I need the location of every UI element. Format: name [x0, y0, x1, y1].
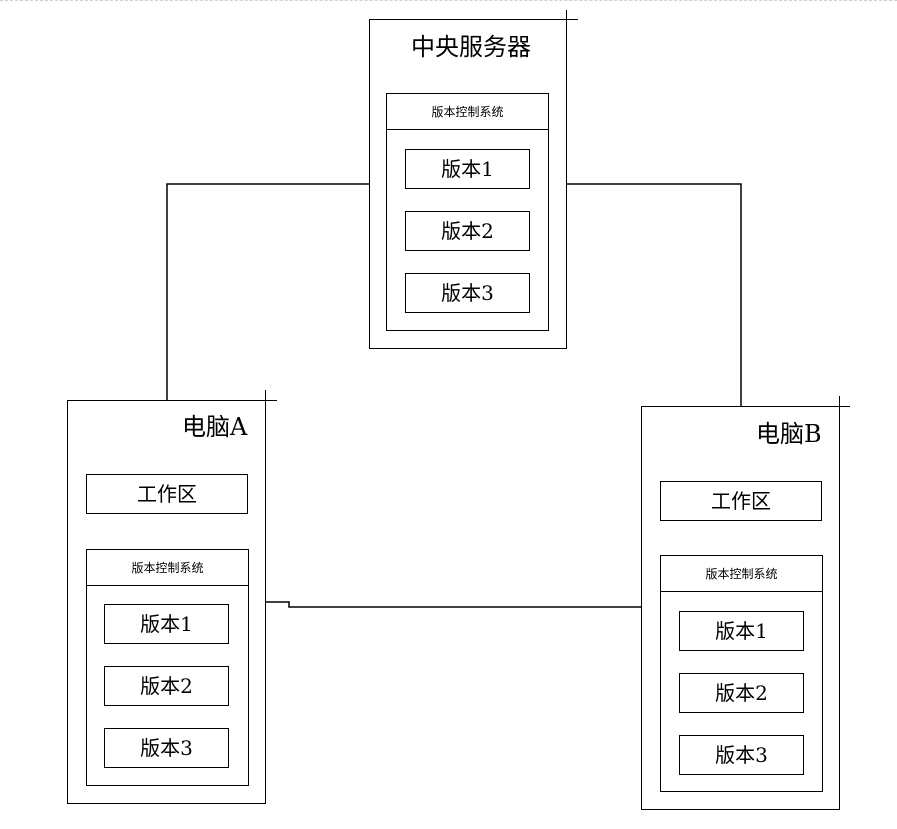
server-corner-tick-h: [540, 19, 578, 20]
computer-a-workspace: 工作区: [86, 474, 248, 514]
computer-b-corner-tick-v: [839, 396, 840, 462]
computer-b-version-3: 版本3: [679, 735, 804, 775]
server-vcs-label: 版本控制系统: [387, 94, 548, 130]
link-computer-a-computer-b: [266, 601, 642, 608]
computer-a-version-2: 版本2: [104, 666, 229, 706]
computer-a-version-3: 版本3: [104, 728, 229, 768]
server-vcs-panel: 版本控制系统 版本1 版本2 版本3: [386, 93, 549, 331]
computer-a-corner-tick-h: [239, 400, 277, 401]
link-server-computer-b: [566, 183, 742, 406]
computer-b-corner-tick-h: [812, 406, 850, 407]
server-corner-tick-v: [566, 10, 567, 76]
server-version-3: 版本3: [405, 273, 530, 313]
computer-b-vcs-label: 版本控制系统: [661, 556, 822, 592]
server-version-2: 版本2: [405, 211, 530, 251]
link-server-computer-a: [166, 183, 369, 400]
computer-a-title: 电脑A: [182, 413, 248, 441]
computer-a-corner-tick-v: [265, 390, 266, 456]
central-server-node: 中央服务器 版本控制系统 版本1 版本2 版本3: [369, 19, 567, 349]
computer-b-title: 电脑B: [756, 420, 822, 448]
computer-a-node: 电脑A 工作区 版本控制系统 版本1 版本2 版本3: [67, 400, 266, 804]
computer-b-node: 电脑B 工作区 版本控制系统 版本1 版本2 版本3: [641, 406, 840, 810]
computer-b-version-2: 版本2: [679, 673, 804, 713]
computer-b-vcs-panel: 版本控制系统 版本1 版本2 版本3: [660, 555, 823, 792]
computer-b-version-1: 版本1: [679, 611, 804, 651]
central-server-title: 中央服务器: [411, 33, 531, 61]
computer-a-version-1: 版本1: [104, 604, 229, 644]
top-border: [0, 0, 897, 1]
computer-b-workspace: 工作区: [660, 481, 822, 521]
computer-a-vcs-panel: 版本控制系统 版本1 版本2 版本3: [86, 549, 249, 786]
server-version-1: 版本1: [405, 149, 530, 189]
computer-a-vcs-label: 版本控制系统: [87, 550, 248, 586]
